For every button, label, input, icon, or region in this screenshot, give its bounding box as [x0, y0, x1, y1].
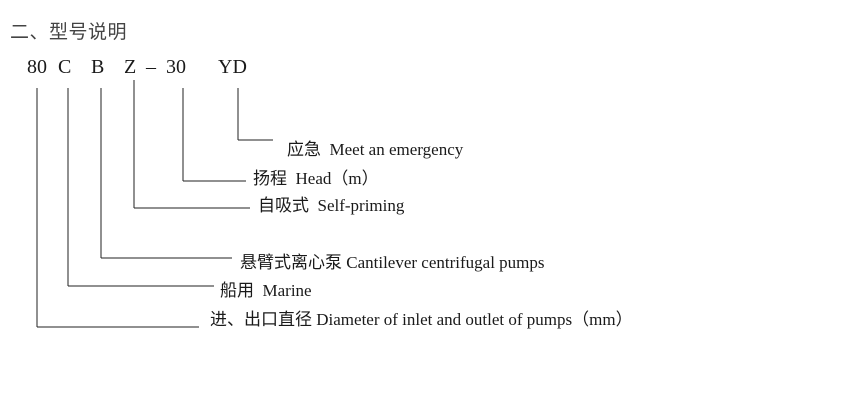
label-cantilever-en: Cantilever centrifugal pumps: [346, 253, 545, 272]
label-emergency-cn: 应急: [287, 140, 321, 160]
code-head: 30: [166, 56, 186, 78]
code-dash: –: [146, 56, 156, 78]
code-size: 80: [27, 56, 47, 78]
code-b: B: [91, 56, 105, 78]
label-self-priming-en: Self-priming: [317, 196, 405, 215]
label-head-en: Head（m）: [295, 169, 379, 188]
section-title: 二、型号说明: [10, 21, 128, 43]
label-diameter: 进、出口直径 Diameter of inlet and outlet of p…: [210, 310, 633, 330]
label-marine-en: Marine: [262, 281, 312, 300]
label-cantilever: 悬臂式离心泵 Cantilever centrifugal pumps: [240, 253, 545, 273]
code-c: C: [58, 56, 72, 78]
label-marine: 船用 Marine: [220, 281, 312, 301]
code-z: Z: [124, 56, 137, 78]
label-emergency: 应急 Meet an emergency: [287, 140, 463, 160]
label-head: 扬程 Head（m）: [253, 169, 379, 189]
label-cantilever-cn: 悬臂式离心泵: [240, 253, 342, 273]
label-emergency-en: Meet an emergency: [329, 140, 464, 159]
code-yd: YD: [218, 56, 247, 78]
label-head-cn: 扬程: [253, 169, 287, 189]
label-diameter-cn: 进、出口直径: [210, 310, 312, 330]
label-marine-cn: 船用: [220, 281, 254, 301]
label-self-priming-cn: 自吸式: [258, 196, 309, 216]
label-diameter-en: Diameter of inlet and outlet of pumps（mm…: [316, 310, 633, 329]
label-self-priming: 自吸式 Self-priming: [258, 196, 404, 216]
